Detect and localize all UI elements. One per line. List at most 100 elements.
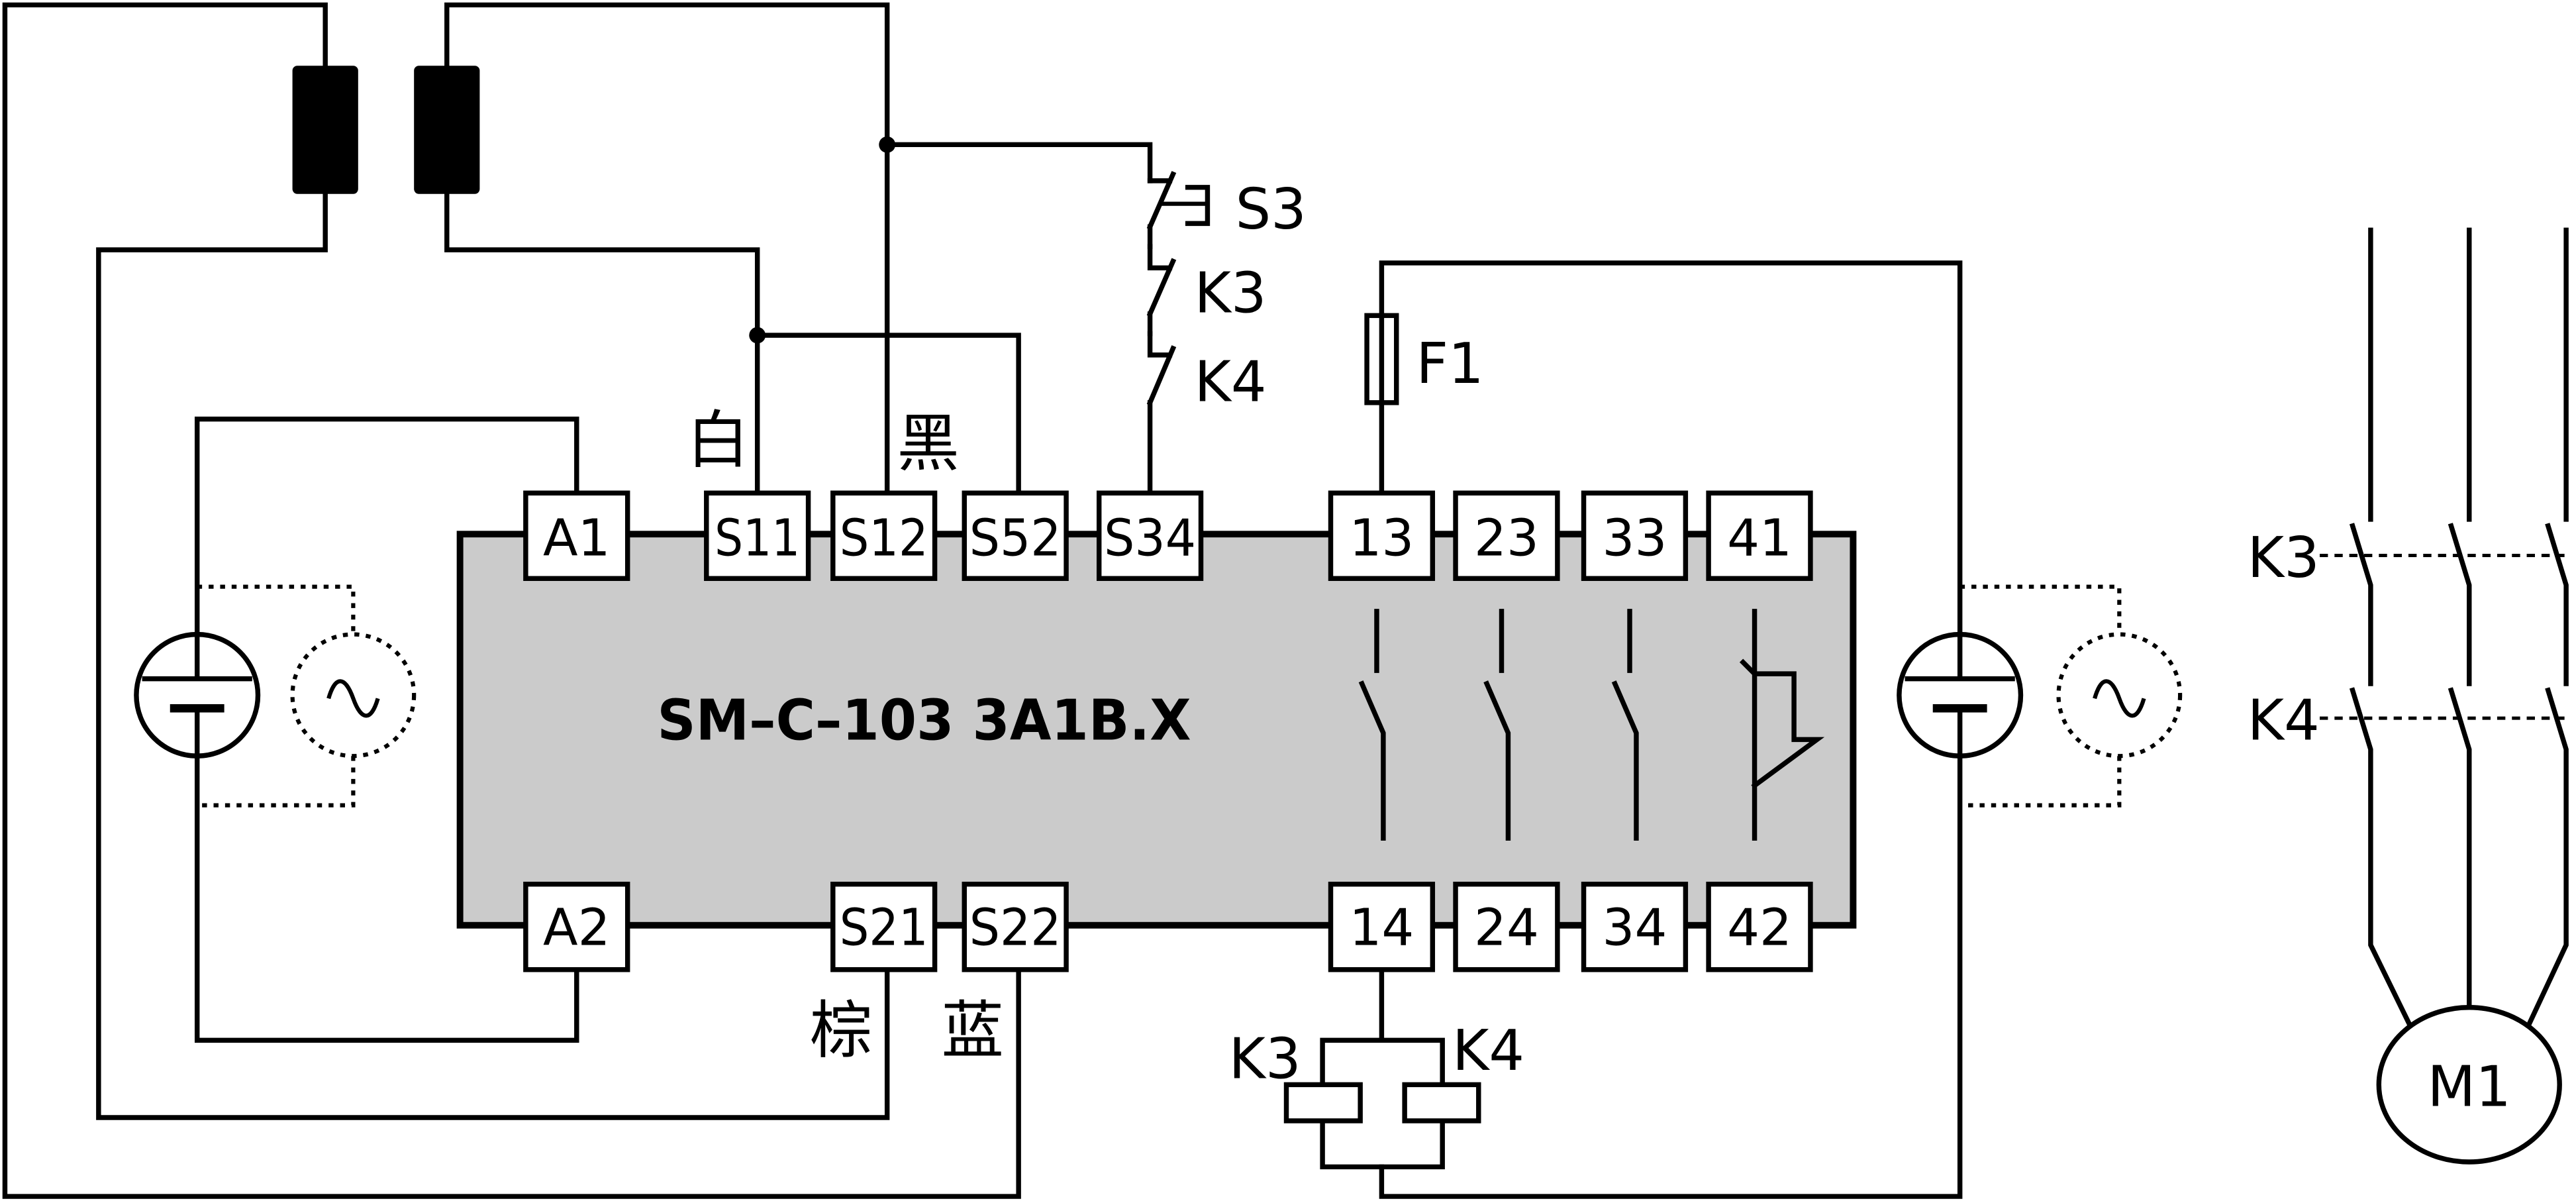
terminal-24: 24: [1453, 881, 1560, 972]
fuse-label: F1: [1416, 331, 1484, 396]
wire-return: [1379, 753, 1963, 1199]
terminal-label: S52: [969, 509, 1062, 568]
pushbutton-actuator-icon: [1185, 185, 1211, 227]
terminal-label: 33: [1603, 509, 1667, 568]
junction-dot: [749, 327, 766, 344]
motor-contact-label-k4: K4: [2248, 688, 2320, 753]
contact-lead: [1147, 331, 1173, 358]
terminal-box: [1453, 881, 1560, 972]
wire-13: [1379, 260, 1963, 637]
terminal-label: S34: [1104, 509, 1196, 568]
phase-line-l3: [2526, 227, 2569, 1026]
wire-label-s22: 蓝: [942, 994, 1004, 1067]
terminal-label: 13: [1349, 509, 1414, 568]
sine-wave-icon: [326, 679, 380, 718]
motor-symbol: [2376, 1005, 2562, 1165]
terminal-34: 34: [1581, 881, 1689, 972]
coil-label-k4: K4: [1452, 1018, 1524, 1083]
terminal-box: [523, 490, 630, 581]
terminal-s34: S34: [1096, 490, 1204, 581]
contact-blade: [1146, 258, 1177, 317]
wire-s21-loop: [96, 191, 890, 1120]
terminal-s11: S11: [704, 490, 811, 581]
fuse-f1: [1364, 313, 1399, 405]
wire-a2: [194, 753, 579, 1043]
contact-13-14: [1358, 609, 1386, 841]
motor-contact-label-k3: K3: [2248, 525, 2320, 590]
supply-left: [134, 416, 579, 1043]
terminal-s12: S12: [830, 490, 938, 581]
k3-feedback-contact: [1146, 244, 1177, 337]
wire-s12: [444, 2, 890, 496]
output-circuit: [1283, 260, 2183, 1199]
sensor-coil-left: [292, 66, 358, 194]
terminal-box: [962, 490, 1069, 581]
terminal-box: [1581, 881, 1689, 972]
switch-label-k4: K4: [1195, 349, 1267, 414]
switch-label-k3: K3: [1195, 260, 1267, 325]
feedback-contact-chain: [1146, 171, 1211, 496]
wire-label-s12: 黑: [897, 407, 960, 480]
terminal-label: 41: [1727, 509, 1792, 568]
coil-k3: [1283, 1082, 1363, 1124]
contact-23-24: [1483, 609, 1511, 841]
switch-label-s3: S3: [1236, 177, 1307, 242]
junction-dot: [879, 136, 896, 153]
contact-41-42: [1739, 609, 1825, 841]
terminal-label: A2: [543, 899, 611, 958]
wire-label-s21: 棕: [810, 994, 872, 1067]
wire-14: [1320, 967, 1445, 1170]
sine-wave-icon: [2093, 679, 2146, 718]
terminal-label: A1: [543, 509, 611, 568]
contact-blade: [1146, 345, 1177, 406]
module-body: [456, 531, 1857, 929]
wire-to-s3: [884, 142, 1153, 183]
terminal-42: 42: [1706, 881, 1813, 972]
terminal-box: [1328, 881, 1436, 972]
terminal-23: 23: [1453, 490, 1560, 581]
terminal-box: [1706, 490, 1813, 581]
motor-label: M1: [2428, 1055, 2511, 1120]
terminal-s22: S22: [962, 881, 1069, 972]
coil-k4: [1402, 1082, 1481, 1124]
wire-s52: [754, 333, 1021, 496]
terminal-33: 33: [1581, 490, 1689, 581]
dc-source-icon: [134, 631, 261, 758]
k4-feedback-contact: [1146, 331, 1177, 496]
dc-source-icon: [1897, 631, 2024, 758]
phase-line-l2: [2448, 227, 2472, 1010]
terminal-box: [523, 881, 630, 972]
terminal-label: 34: [1603, 899, 1667, 958]
coil-label-k3: K3: [1229, 1026, 1301, 1091]
terminal-box: [1581, 490, 1689, 581]
terminal-box: [830, 490, 938, 581]
terminal-box: [1453, 490, 1560, 581]
contact-lead: [1147, 244, 1173, 271]
terminal-label: 42: [1727, 899, 1792, 958]
s3-pushbutton-contact: [1146, 171, 1211, 249]
sensor-coil-right: [414, 66, 480, 194]
terminal-label: S11: [715, 509, 800, 568]
module-label: SM–C–103 3A1B.X: [657, 688, 1191, 753]
contact-33-34: [1611, 609, 1639, 841]
motor-circuit: [2319, 227, 2569, 1165]
output-contacts: [1358, 609, 1825, 841]
terminal-s52: S52: [962, 490, 1069, 581]
phase-line-l1: [2349, 227, 2412, 1026]
labels: 白 黑 棕 蓝 S3 K3 K4 F1 K3 K4 K3 K4 M1: [687, 177, 2511, 1120]
terminal-box: [704, 490, 811, 581]
sensor-wiring: [2, 2, 1153, 1199]
wire-s22-outer-loop: [2, 2, 1021, 1199]
terminal-box: [962, 881, 1069, 972]
contact-blade: [1146, 171, 1177, 231]
terminal-box: [1706, 881, 1813, 972]
wire-s11: [444, 191, 760, 496]
terminal-label: 23: [1474, 509, 1539, 568]
terminal-a2: A2: [523, 881, 630, 972]
terminal-box: [1328, 490, 1436, 581]
terminal-14: 14: [1328, 881, 1436, 972]
terminal-label: S22: [969, 899, 1062, 958]
terminal-a1: A1: [523, 490, 630, 581]
terminal-s21: S21: [830, 881, 938, 972]
